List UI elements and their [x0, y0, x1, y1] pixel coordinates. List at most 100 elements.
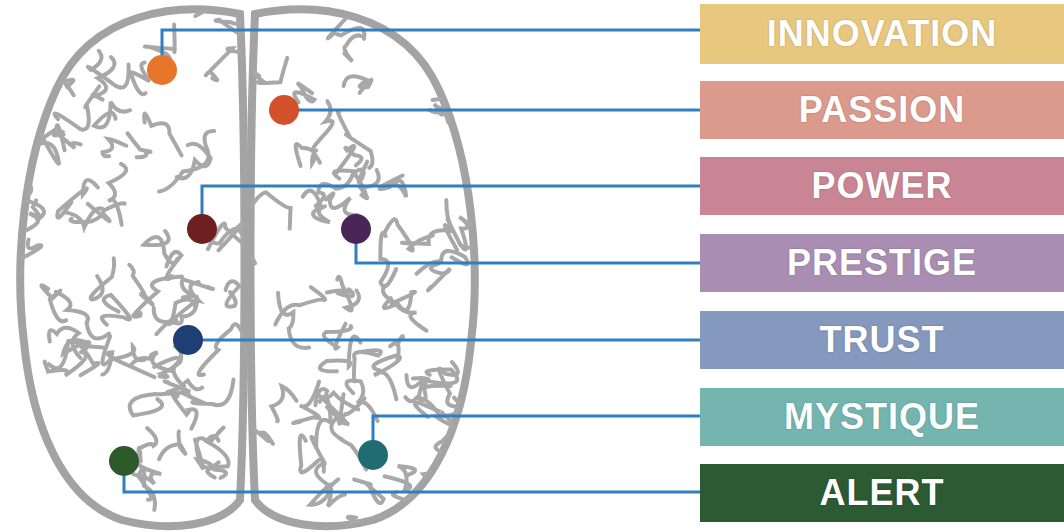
brain-fold [355, 170, 379, 198]
region-dot [109, 446, 139, 476]
right-hemisphere [251, 10, 475, 527]
brain-fold [56, 292, 109, 339]
brain-fold [212, 524, 233, 532]
brain-fold [127, 133, 150, 157]
brain-fold [21, 31, 53, 66]
brain-fold [182, 279, 213, 298]
region-dot [147, 55, 177, 85]
band-label: TRUST [820, 319, 945, 361]
brain-fold [54, 129, 81, 148]
brain-fold [275, 287, 325, 324]
brain-fold [380, 233, 396, 287]
brain-fold [177, 144, 211, 179]
brain-fold [102, 336, 144, 364]
label-band: PASSION [700, 81, 1064, 139]
brain-fold [63, 340, 103, 354]
leader-lines [124, 30, 700, 492]
brain-fold [195, 427, 224, 468]
brain-fold [415, 403, 467, 435]
brain-fold [144, 114, 181, 156]
brain-fold [238, 256, 255, 291]
brain-fold [7, 103, 30, 134]
band-label: PASSION [799, 89, 965, 131]
leader-line [284, 109, 700, 112]
brain-fold [109, 164, 127, 225]
brain-fold [139, 428, 157, 461]
band-label: ALERT [820, 472, 945, 514]
brain-fold [45, 352, 86, 375]
brain-fold [133, 277, 182, 317]
label-band: TRUST [700, 311, 1064, 369]
brain-fold [408, 515, 457, 532]
label-band: INNOVATION [700, 4, 1064, 64]
region-dot [187, 214, 217, 244]
brain-fold [354, 350, 381, 381]
brain-fold [248, 192, 290, 228]
brain-fold [338, 112, 373, 168]
brain-fold [6, 240, 41, 263]
brain-fold [436, 430, 477, 473]
band-label: INNOVATION [767, 13, 998, 55]
leader-line [162, 30, 700, 70]
brain-fold [12, 33, 32, 63]
brain-fold [384, 219, 433, 250]
brain-fold [271, 386, 296, 421]
brain-fold [159, 431, 185, 459]
brain-fold [65, 203, 124, 227]
brain-fold [423, 459, 447, 500]
brain-fold [55, 86, 100, 129]
region-dot [269, 95, 299, 125]
brain-fold [244, 421, 273, 444]
brain-fold [459, 114, 481, 153]
brain-fold [42, 80, 73, 98]
brain-fold [1, 470, 23, 489]
brain-fold [94, 102, 130, 128]
band-label: PRESTIGE [787, 242, 977, 284]
brain-fold [184, 0, 222, 16]
brain-fold [344, 76, 372, 93]
label-band: MYSTIQUE [700, 388, 1064, 446]
brain-fold [4, 260, 20, 279]
region-dots [109, 55, 388, 476]
leader-line [356, 229, 700, 263]
label-band: PRESTIGE [700, 234, 1064, 292]
brain-fold [424, 40, 436, 61]
leader-line [188, 339, 700, 342]
brain-fold [457, 440, 490, 472]
brain-fold [294, 84, 314, 103]
brain-fold [449, 437, 493, 465]
brain-fold [159, 131, 214, 191]
brain-fold [381, 11, 414, 31]
brain-fold [103, 139, 127, 156]
label-band: ALERT [700, 464, 1064, 522]
label-band: POWER [700, 157, 1064, 215]
brain-fold [27, 200, 39, 230]
brain-fold [383, 286, 427, 331]
brain-fold [441, 80, 453, 122]
brain-folds [0, 0, 251, 532]
brain-fold [311, 397, 330, 464]
region-dot [358, 440, 388, 470]
brain-fold [415, 504, 460, 527]
brain-folds [238, 0, 493, 532]
brain-fold [130, 63, 149, 95]
brain-fold [41, 285, 66, 321]
brain-fold [428, 264, 450, 291]
brain-fold [446, 200, 480, 248]
brain-fold [384, 292, 415, 311]
brain-fold [144, 231, 178, 263]
band-label: POWER [811, 165, 952, 207]
brain-fold [60, 0, 111, 22]
brain-fold [206, 48, 250, 80]
brain-fold [452, 470, 479, 493]
brain-fold [88, 51, 129, 88]
brain-fold [402, 225, 457, 250]
brain-fold [337, 277, 359, 311]
brain-fold [393, 492, 433, 524]
brain-fold [102, 295, 130, 325]
brain-fold [438, 0, 466, 13]
region-dot [341, 214, 371, 244]
region-dot [173, 325, 203, 355]
brain-fold [296, 144, 320, 166]
